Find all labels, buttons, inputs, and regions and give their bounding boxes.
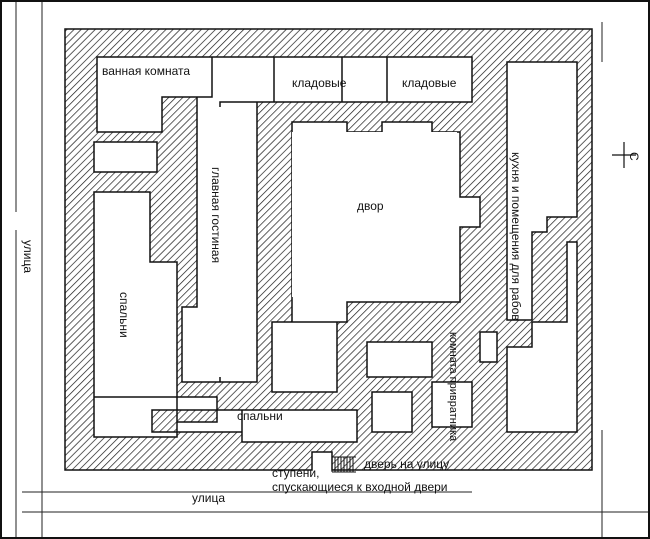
steps-label: ступени, [272,466,319,480]
street-bottom-label: улица [192,491,225,505]
main-hall-area [198,107,254,377]
street-door-label: дверь на улицу [364,457,449,471]
north-arrow-icon [612,142,636,168]
north-mark-label: С [627,152,641,161]
kitchen-label: кухня и помещения для рабов [509,152,523,321]
entrance-steps [331,456,356,473]
storage-left-label: кладовые [292,76,347,90]
storage-right-label: кладовые [402,76,457,90]
bedrooms-bottom-label: спальни [237,409,283,423]
house-walls [64,28,593,471]
street-left-label: улица [21,240,35,273]
main-hall-label: главная гостиная [209,167,223,263]
courtyard-label: двор [357,199,384,213]
bathroom-label: ванная комната [102,64,190,78]
courtyard-area [292,132,457,297]
porter-room-label: комната привратника [447,332,459,442]
steps-label-line2: спускающиеся к входной двери [272,480,448,494]
bedrooms-left-label: спальни [117,292,131,338]
kitchen-area [508,64,530,319]
street-lines [15,2,648,537]
